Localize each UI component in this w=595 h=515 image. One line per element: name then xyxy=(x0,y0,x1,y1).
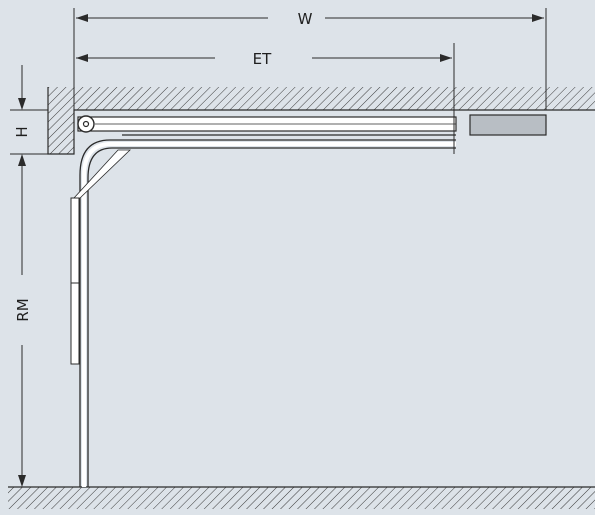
operator-motor xyxy=(469,114,547,136)
lintel-hatch xyxy=(48,110,74,154)
rm-label: RM xyxy=(14,298,32,321)
w-arrow-right xyxy=(532,14,544,22)
lintel-outline xyxy=(47,87,595,155)
w-label: W xyxy=(298,10,313,28)
et-arrow-right xyxy=(440,54,452,62)
h-label: H xyxy=(13,126,31,137)
cable-drum xyxy=(77,115,95,133)
track-fill xyxy=(82,142,456,487)
rm-arrow-bottom xyxy=(18,475,26,487)
door-panel-vertical xyxy=(70,197,80,365)
h-arrow-bottom xyxy=(18,154,26,166)
w-arrow-left xyxy=(76,14,88,22)
h-arrow-top xyxy=(18,98,26,110)
ceiling-hatch xyxy=(48,87,595,110)
track-inner xyxy=(87,147,456,487)
floor-hatch xyxy=(8,487,595,509)
et-arrow-left xyxy=(76,54,88,62)
et-label: ET xyxy=(253,50,272,68)
door-panel-curve xyxy=(73,149,131,199)
cable-drum-center xyxy=(82,120,90,128)
track-outer xyxy=(79,139,456,487)
